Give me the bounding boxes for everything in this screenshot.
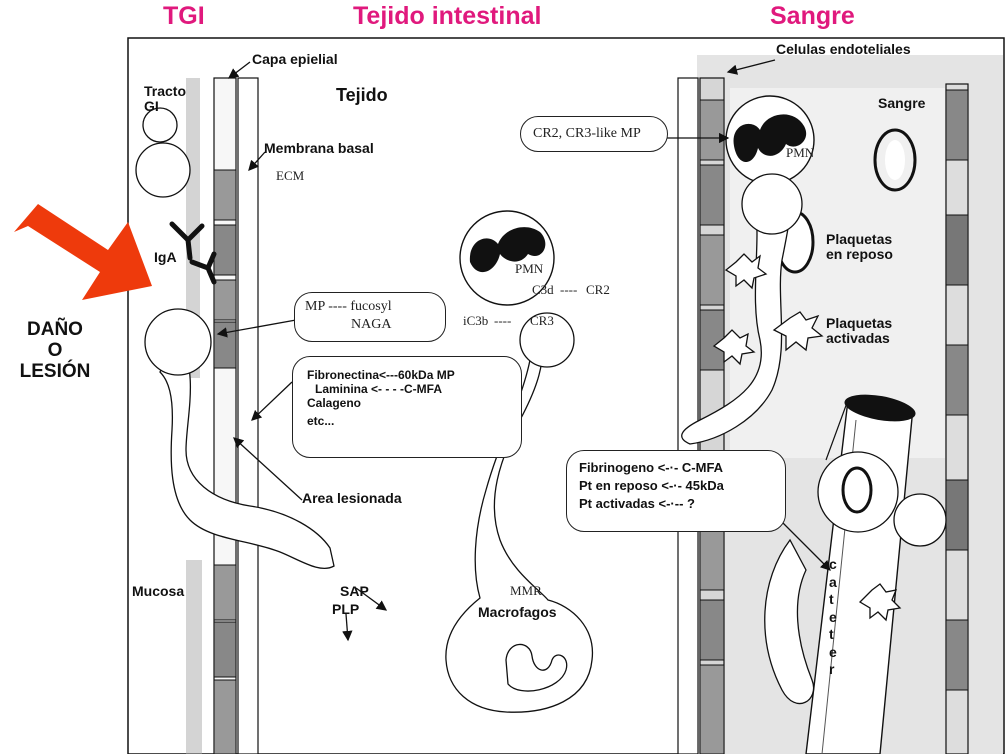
header-blood: Sangre	[770, 2, 855, 31]
box-mp-fucosyl: MP ---- fucosyl NAGA	[294, 292, 446, 342]
label-plp: PLP	[332, 602, 359, 617]
box-fibrinogeno-line1: Fibrinogeno <-·- C-MFA	[579, 461, 723, 475]
damage-line-3: LESIÓN	[6, 362, 104, 383]
header-tgi: TGI	[163, 2, 205, 31]
label-tracto-gi: Tracto GI	[144, 84, 186, 115]
header-tissue: Tejido intestinal	[353, 2, 541, 31]
label-pmn-blood: PMN	[786, 146, 814, 160]
box-matrix-line2: Laminina <- - - -C-MFA	[315, 383, 442, 396]
label-cr3: CR3	[530, 314, 554, 328]
label-cateter: c a t e t e r	[829, 556, 837, 679]
label-plaquetas-reposo: Plaquetas en reposo	[826, 232, 893, 263]
cateter-letter: e	[829, 609, 837, 627]
box-mp-fucosyl-line2: NAGA	[351, 317, 391, 332]
label-ic3b-dashes: ----	[494, 314, 511, 328]
cateter-letter: e	[829, 644, 837, 662]
cateter-letter: r	[829, 661, 837, 679]
label-ecm: ECM	[276, 169, 304, 183]
label-activadas: activadas	[826, 331, 892, 346]
injury-cell-head	[145, 309, 211, 375]
box-matrix-line4: etc...	[307, 415, 334, 428]
label-c3d: C3d	[532, 283, 554, 297]
damage-line-2: O	[6, 341, 104, 362]
epithelial-layer	[214, 78, 236, 754]
blood-adherent-cell-head	[742, 174, 802, 234]
cateter-letter: a	[829, 574, 837, 592]
gi-cell-lower	[136, 143, 190, 197]
label-macrofagos: Macrofagos	[478, 605, 557, 620]
box-matrix-line3: Calageno	[307, 397, 361, 410]
label-gi: GI	[144, 99, 186, 114]
label-tejido: Tejido	[336, 86, 388, 106]
label-plaquetas-2: Plaquetas	[826, 316, 892, 331]
label-plaquetas-1: Plaquetas	[826, 232, 893, 247]
catheter-right-cell	[894, 494, 946, 546]
box-mp-fucosyl-line1: MP ---- fucosyl	[305, 299, 392, 314]
box-matrix-line1: Fibronectina<---60kDa MP	[307, 369, 455, 382]
label-tracto: Tracto	[144, 84, 186, 99]
label-ic3b: iC3b	[463, 314, 488, 328]
box-fibrinogeno: Fibrinogeno <-·- C-MFA Pt en reposo <-·-…	[566, 450, 786, 532]
label-cr2: CR2	[586, 283, 610, 297]
box-cr2-cr3: CR2, CR3-like MP	[520, 116, 668, 152]
label-pmn-tissue: PMN	[515, 262, 543, 276]
cateter-letter: t	[829, 626, 837, 644]
label-iga: IgA	[154, 250, 177, 265]
label-en-reposo: en reposo	[826, 247, 893, 262]
basal-membrane	[238, 78, 258, 754]
label-mmr: MMR	[510, 584, 542, 598]
damage-label: DAÑO O LESIÓN	[6, 320, 104, 383]
label-sangre: Sangre	[878, 96, 925, 111]
cateter-letter: t	[829, 591, 837, 609]
label-capa-epitelial: Capa epielial	[252, 52, 338, 67]
box-matrix: Fibronectina<---60kDa MP Laminina <- - -…	[292, 356, 522, 458]
damage-arrow-icon	[14, 204, 152, 300]
box-fibrinogeno-line3: Pt activadas <-·-- ?	[579, 497, 695, 511]
label-celulas-endoteliales: Celulas endoteliales	[776, 42, 911, 57]
damage-line-1: DAÑO	[6, 320, 104, 341]
box-fibrinogeno-line2: Pt en reposo <-·- 45kDa	[579, 479, 724, 493]
box-cr2-cr3-text: CR2, CR3-like MP	[533, 126, 641, 141]
vessel-wall-right	[946, 84, 968, 754]
cateter-letter: c	[829, 556, 837, 574]
label-plaquetas-activadas: Plaquetas activadas	[826, 316, 892, 347]
label-mucosa: Mucosa	[132, 584, 184, 599]
label-membrana-basal: Membrana basal	[264, 141, 374, 156]
label-c3d-dashes: ----	[560, 283, 577, 297]
label-area-lesionada: Area lesionada	[302, 491, 402, 506]
arrow-capa	[229, 62, 250, 78]
catheter-cell	[818, 452, 898, 532]
label-sap: SAP	[340, 584, 369, 599]
arrow-plp	[346, 614, 348, 640]
